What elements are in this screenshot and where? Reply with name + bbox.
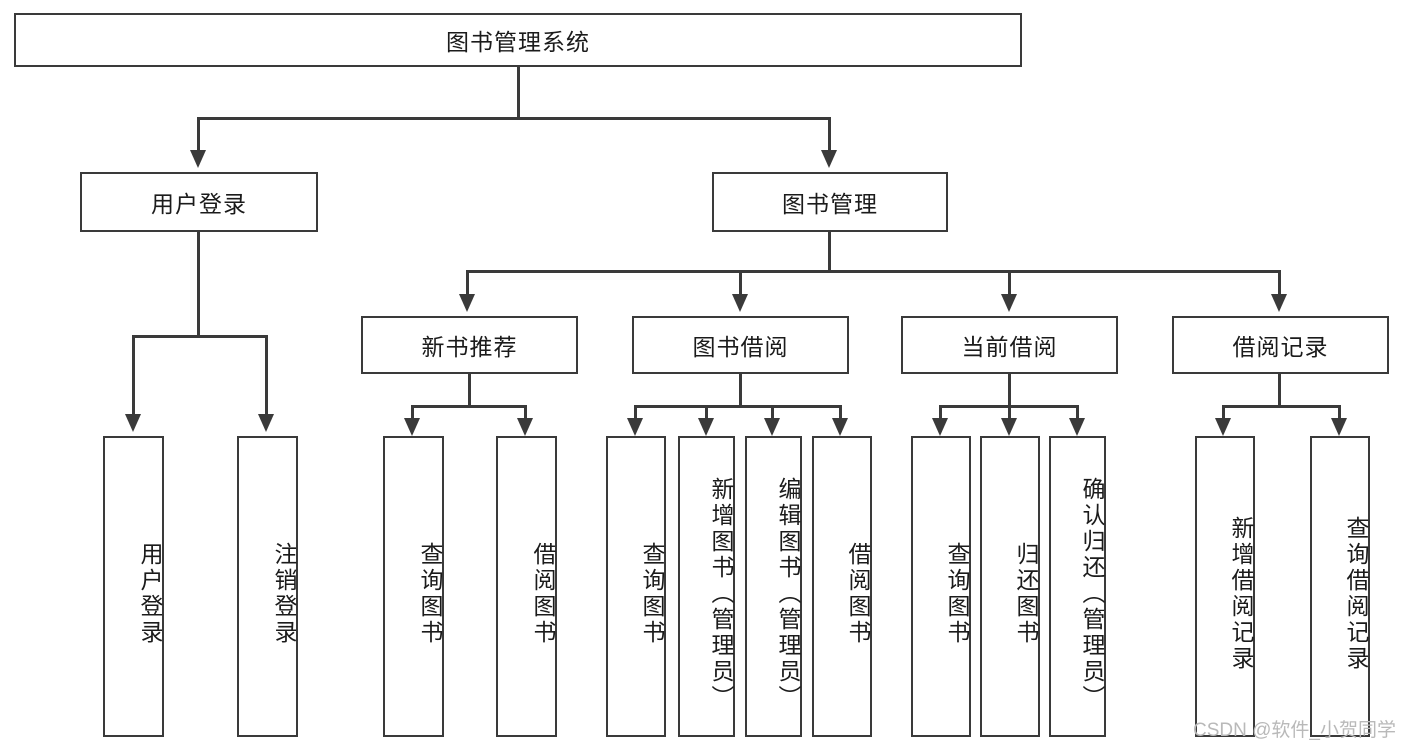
node-label: 新增图书（管理员）: [708, 476, 734, 711]
node-user-login[interactable]: 用户登录: [80, 172, 318, 232]
node-label: 编辑图书（管理员）: [775, 476, 801, 711]
edge-user-login-to-leaf-1: [132, 335, 135, 415]
leaf-br-query-record[interactable]: 查询借阅记录: [1310, 436, 1370, 737]
edge-book-management-stem: [828, 232, 831, 272]
edge-bb-to-leaf-1: [634, 405, 637, 419]
leaf-nbr-borrow-book[interactable]: 借阅图书: [496, 436, 557, 737]
edge-bb-to-leaf-3: [771, 405, 774, 419]
arrow-br-leaf-1: [1215, 418, 1231, 436]
node-label: 借阅图书: [530, 541, 556, 646]
arrow-user-login-leaf-1: [125, 414, 141, 432]
arrow-to-book-management: [821, 150, 837, 168]
node-label: 查询图书: [944, 541, 970, 646]
edge-bm-to-new-book: [466, 270, 469, 295]
leaf-nbr-query-book[interactable]: 查询图书: [383, 436, 444, 737]
node-label: 借阅记录: [1232, 334, 1329, 360]
node-label: 新增借阅记录: [1228, 515, 1254, 672]
edge-user-login-bar: [132, 335, 267, 338]
node-label: 当前借阅: [961, 334, 1058, 360]
arrow-bb-leaf-1: [627, 418, 643, 436]
node-book-borrow[interactable]: 图书借阅: [632, 316, 849, 374]
edge-bb-bar: [634, 405, 842, 408]
node-book-management[interactable]: 图书管理: [712, 172, 948, 232]
leaf-cb-return-book[interactable]: 归还图书: [980, 436, 1040, 737]
arrow-bb-leaf-4: [832, 418, 848, 436]
node-label: 查询借阅记录: [1343, 515, 1369, 672]
arrow-to-borrow-record: [1271, 294, 1287, 312]
edge-br-to-leaf-1: [1222, 405, 1225, 419]
arrow-bb-leaf-2: [698, 418, 714, 436]
edge-bm-to-current-borrow: [1008, 270, 1011, 295]
node-label: 确认归还（管理员）: [1079, 476, 1105, 711]
leaf-cb-confirm-return-admin[interactable]: 确认归还（管理员）: [1049, 436, 1106, 737]
node-label: 图书管理系统: [446, 29, 590, 55]
arrow-to-new-book-recommend: [459, 294, 475, 312]
edge-user-login-to-leaf-2: [265, 335, 268, 415]
node-label: 图书借阅: [692, 334, 789, 360]
arrow-user-login-leaf-2: [258, 414, 274, 432]
edge-user-login-stem: [197, 232, 200, 335]
arrow-to-user-login: [190, 150, 206, 168]
edge-br-bar: [1222, 405, 1341, 408]
edge-bb-stem: [739, 374, 742, 405]
node-label: 查询图书: [639, 541, 665, 646]
node-label: 查询图书: [417, 541, 443, 646]
arrow-br-leaf-2: [1331, 418, 1347, 436]
node-label: 注销登录: [271, 541, 297, 646]
node-label: 用户登录: [151, 191, 247, 217]
node-new-book-recommend[interactable]: 新书推荐: [361, 316, 578, 374]
node-label: 新书推荐: [421, 334, 518, 360]
leaf-bb-edit-book-admin[interactable]: 编辑图书（管理员）: [745, 436, 802, 737]
edge-cb-stem: [1008, 374, 1011, 405]
edge-root-bar: [197, 117, 831, 120]
leaf-bb-borrow-book[interactable]: 借阅图书: [812, 436, 872, 737]
edge-br-stem: [1278, 374, 1281, 405]
edge-nbr-bar: [411, 405, 527, 408]
arrow-to-book-borrow: [732, 294, 748, 312]
arrow-cb-leaf-1: [932, 418, 948, 436]
edge-br-to-leaf-2: [1338, 405, 1341, 419]
edge-cb-to-leaf-1: [939, 405, 942, 419]
edge-nbr-to-leaf-2: [524, 405, 527, 419]
edge-cb-to-leaf-3: [1076, 405, 1079, 419]
leaf-user-login-login[interactable]: 用户登录: [103, 436, 164, 737]
edge-bb-to-leaf-4: [839, 405, 842, 419]
edge-root-stem: [517, 67, 520, 117]
node-label: 图书管理: [782, 191, 878, 217]
node-label: 归还图书: [1013, 541, 1039, 646]
leaf-bb-add-book-admin[interactable]: 新增图书（管理员）: [678, 436, 735, 737]
node-root-book-management-system[interactable]: 图书管理系统: [14, 13, 1022, 67]
node-current-borrow[interactable]: 当前借阅: [901, 316, 1118, 374]
leaf-user-login-logout[interactable]: 注销登录: [237, 436, 298, 737]
arrow-to-current-borrow: [1001, 294, 1017, 312]
edge-root-to-book-management: [828, 117, 831, 151]
node-borrow-record[interactable]: 借阅记录: [1172, 316, 1389, 374]
leaf-bb-query-book[interactable]: 查询图书: [606, 436, 666, 737]
arrow-nbr-leaf-2: [517, 418, 533, 436]
leaf-br-add-record[interactable]: 新增借阅记录: [1195, 436, 1255, 737]
arrow-bb-leaf-3: [764, 418, 780, 436]
edge-nbr-stem: [468, 374, 471, 405]
leaf-cb-query-book[interactable]: 查询图书: [911, 436, 971, 737]
edge-bb-to-leaf-2: [705, 405, 708, 419]
edge-bm-to-book-borrow: [739, 270, 742, 295]
edge-nbr-to-leaf-1: [411, 405, 414, 419]
node-label: 用户登录: [137, 541, 163, 646]
edge-bm-to-borrow-record: [1278, 270, 1281, 295]
edge-cb-to-leaf-2: [1008, 405, 1011, 419]
edge-book-management-bar: [466, 270, 1278, 273]
edge-root-to-user-login: [197, 117, 200, 151]
node-label: 借阅图书: [845, 541, 871, 646]
arrow-cb-leaf-3: [1069, 418, 1085, 436]
arrow-nbr-leaf-1: [404, 418, 420, 436]
arrow-cb-leaf-2: [1001, 418, 1017, 436]
